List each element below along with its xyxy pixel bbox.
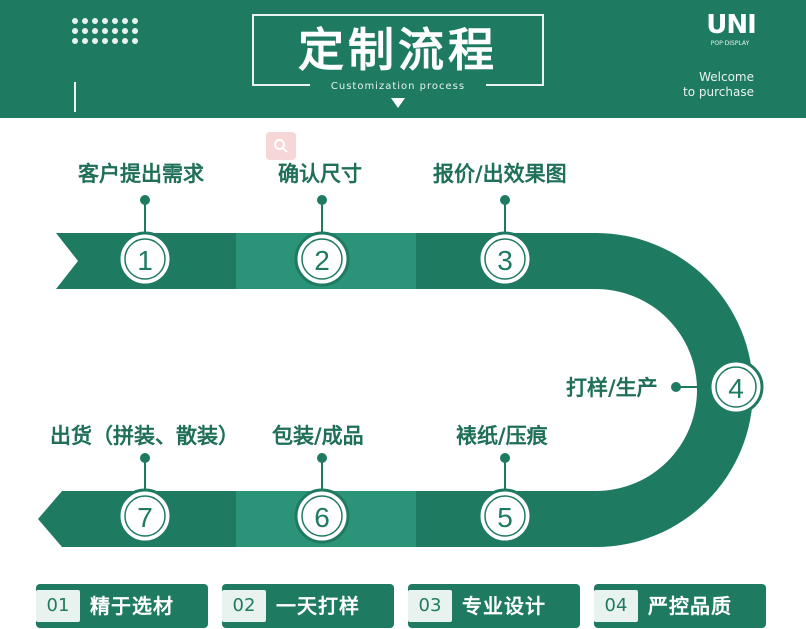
decorative-dot	[102, 18, 108, 24]
step-7-label: 出货（拼装、散装）	[50, 424, 239, 448]
decorative-dot	[82, 38, 88, 44]
decorative-dot	[102, 38, 108, 44]
feature-3-number: 03	[408, 590, 452, 622]
step-1-number: 1	[137, 245, 153, 276]
step-3-marker: 3	[477, 231, 533, 287]
decorative-dot	[132, 28, 138, 34]
feature-1-label: 精于选材	[90, 594, 174, 618]
step-3-label: 报价/出效果图	[433, 162, 567, 186]
step-7-number: 7	[137, 502, 153, 533]
feature-4-label: 严控品质	[648, 594, 732, 618]
decorative-dot	[92, 28, 98, 34]
welcome-line-1: Welcome	[699, 70, 754, 84]
decorative-dot	[112, 38, 118, 44]
step-2-number: 2	[314, 245, 330, 276]
step-5-number: 5	[497, 502, 513, 533]
step-5-label: 裱纸/压痕	[456, 424, 548, 448]
decorative-dot	[72, 28, 78, 34]
track-curve	[596, 233, 753, 547]
step-6-marker: 6	[294, 488, 350, 544]
step-3-number: 3	[497, 245, 513, 276]
decorative-dot	[82, 18, 88, 24]
brand-logo: UNI	[706, 10, 757, 40]
feature-4: 04 严控品质	[594, 584, 766, 628]
decorative-dot	[122, 38, 128, 44]
search-icon	[274, 139, 288, 153]
decorative-dot	[112, 28, 118, 34]
welcome-text: Welcome to purchase	[660, 70, 754, 100]
page-title: 定制流程	[298, 23, 498, 77]
step-4-number: 4	[728, 373, 744, 404]
down-arrow-icon	[391, 98, 405, 108]
search-button[interactable]	[266, 132, 296, 160]
step-2-marker: 2	[294, 231, 350, 287]
feature-3-label: 专业设计	[462, 594, 546, 618]
decorative-dot	[82, 28, 88, 34]
decorative-dot	[102, 28, 108, 34]
decorative-dot	[132, 18, 138, 24]
decorative-dots	[72, 18, 144, 46]
page-subtitle: Customization process	[310, 79, 486, 95]
step-7-marker: 7	[117, 488, 173, 544]
feature-1-number: 01	[36, 590, 80, 622]
step-6-number: 6	[314, 502, 330, 533]
feature-4-number: 04	[594, 590, 638, 622]
step-1-marker: 1	[117, 231, 173, 287]
decorative-dot	[92, 38, 98, 44]
step-4-marker: 4	[708, 359, 764, 415]
step-6-label: 包装/成品	[272, 424, 364, 448]
feature-2-label: 一天打样	[276, 594, 360, 618]
step-1-label: 客户提出需求	[78, 162, 204, 186]
step-5-marker: 5	[477, 488, 533, 544]
decorative-line	[74, 82, 76, 112]
feature-3: 03 专业设计	[408, 584, 580, 628]
decorative-dot	[122, 28, 128, 34]
decorative-dot	[112, 18, 118, 24]
feature-1: 01 精于选材	[36, 584, 208, 628]
brand-logo-subtext: POP·DISPLAY	[710, 40, 750, 47]
decorative-dot	[132, 38, 138, 44]
step-2-label: 确认尺寸	[278, 162, 362, 186]
step-4-label: 打样/生产	[566, 376, 658, 400]
decorative-dot	[72, 18, 78, 24]
decorative-dot	[92, 18, 98, 24]
decorative-dot	[122, 18, 128, 24]
feature-2: 02 一天打样	[222, 584, 394, 628]
welcome-line-2: to purchase	[683, 85, 754, 99]
decorative-dot	[72, 38, 78, 44]
feature-2-number: 02	[222, 590, 266, 622]
